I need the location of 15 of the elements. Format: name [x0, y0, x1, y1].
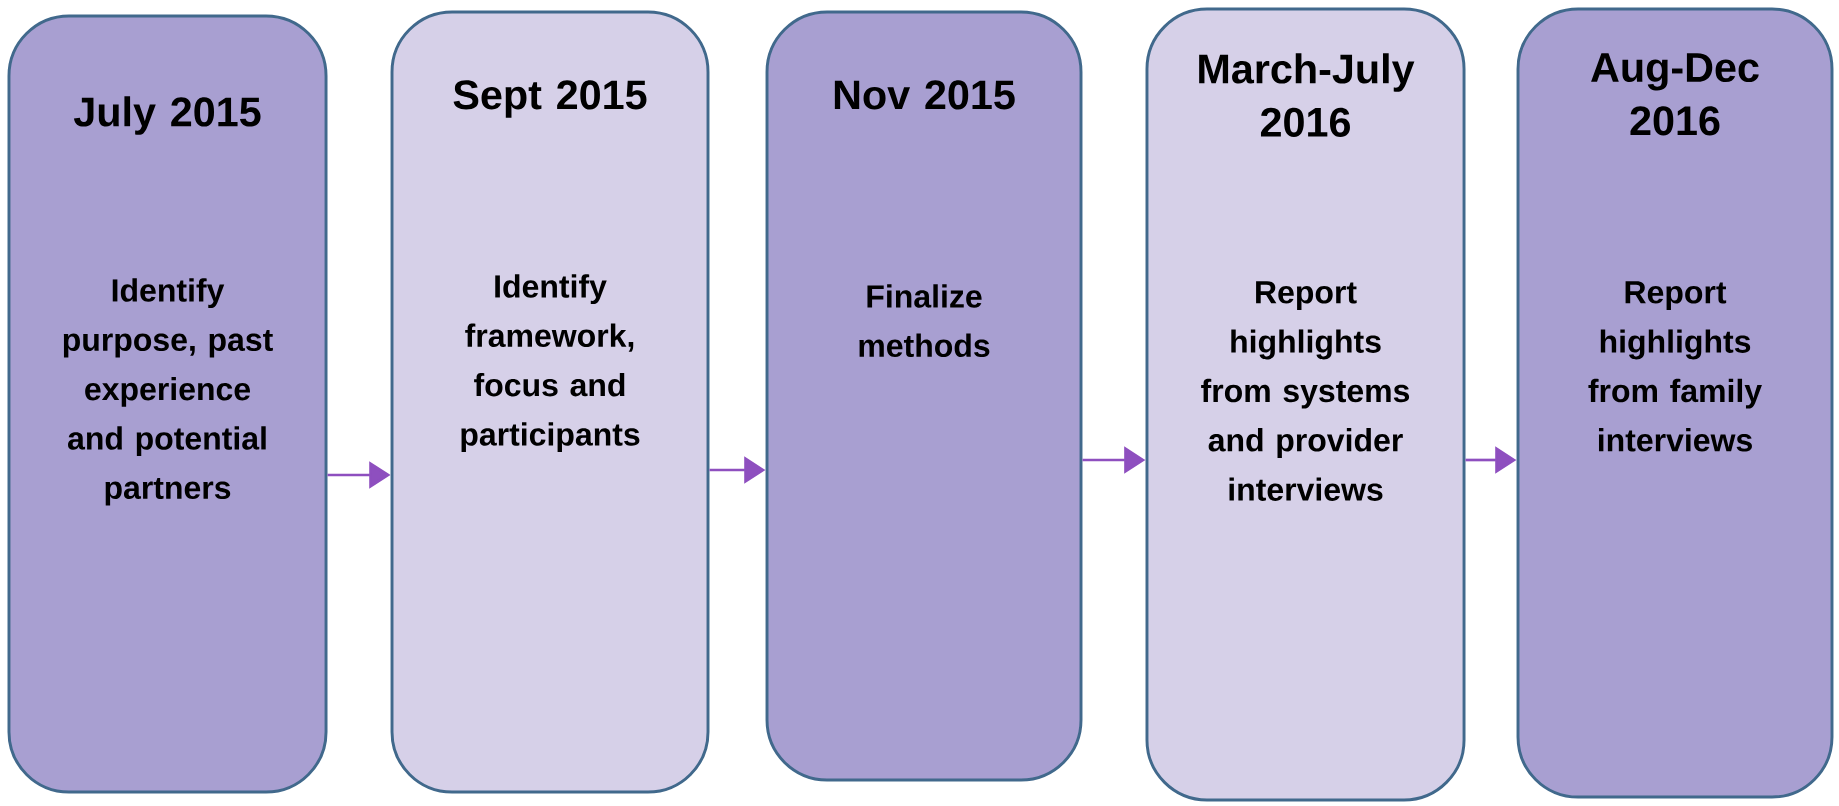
step-description: Identify purpose, past experience and potential partners: [63, 278, 273, 506]
date-heading: Sept 2015: [453, 80, 647, 118]
date-heading: Nov 2015: [834, 80, 1015, 110]
step-description: Identify framework, focus and participants: [461, 274, 640, 453]
step-description: Report highlights from family interviews: [1588, 281, 1762, 452]
date-heading: July 2015: [73, 96, 261, 135]
timeline-box: [390, 10, 710, 794]
timeline-box: [765, 10, 1083, 782]
timeline-box: [1145, 7, 1466, 802]
timeline-box: [1516, 7, 1834, 799]
step-description: Finalize methods: [859, 284, 990, 358]
step-description: Report highlights from systems and provider interviews: [1201, 281, 1410, 501]
date-heading: March-July 2016: [1199, 53, 1415, 137]
date-heading: Aug-Dec 2016: [1591, 53, 1759, 136]
timeline-box: [7, 14, 328, 794]
